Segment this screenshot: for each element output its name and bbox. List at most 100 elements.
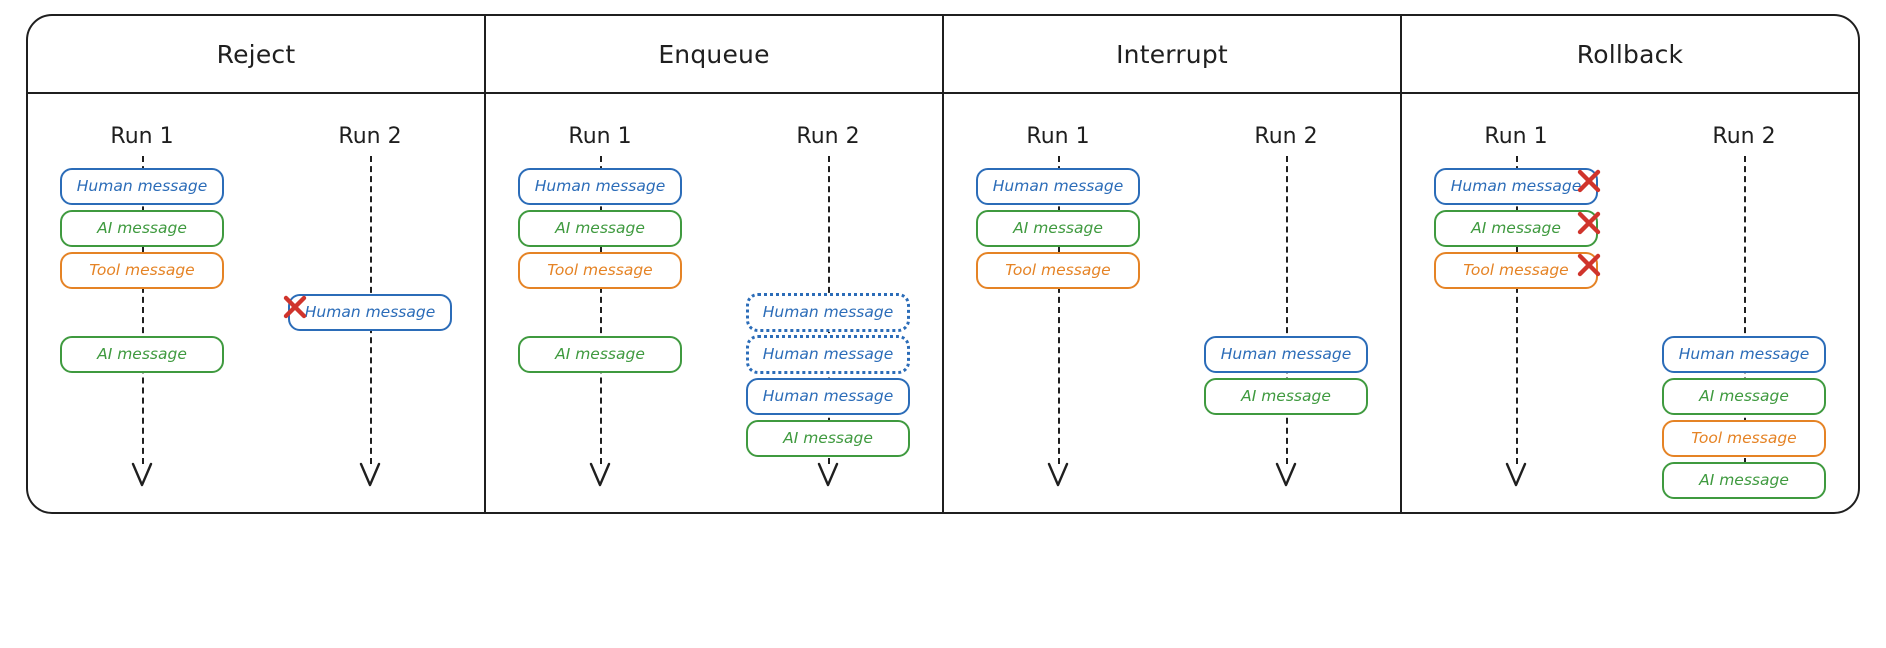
message-row: Tool message (1662, 418, 1826, 459)
message-row: Human message (283, 292, 452, 333)
run-label: Run 1 (1026, 124, 1090, 149)
message-box-tool[interactable]: Tool message (60, 251, 224, 290)
message-row: AI message (60, 334, 224, 375)
run-label: Run 1 (568, 124, 632, 149)
message-box-ai[interactable]: AI message (746, 419, 910, 458)
timeline-gap (714, 250, 942, 291)
message-box-ai[interactable]: AI message (60, 335, 224, 374)
message-box-human[interactable]: Human message (746, 334, 910, 375)
panel-header: Reject (28, 16, 484, 94)
message-box-ai[interactable]: AI message (518, 209, 682, 248)
message-row: Human message (1662, 334, 1826, 375)
message-box-ai[interactable]: AI message (976, 209, 1140, 248)
timeline-gap (714, 166, 942, 207)
message-row: Human message (746, 376, 910, 417)
message-box-human[interactable]: Human message (1204, 335, 1368, 374)
message-stack: Human message (256, 166, 484, 333)
message-row: AI message (60, 208, 224, 249)
message-row: Human message (60, 166, 224, 207)
timeline-gap (1630, 292, 1858, 333)
panel-header: Rollback (1402, 16, 1858, 94)
message-box-human[interactable]: Human message (1434, 167, 1598, 206)
message-row: AI message (746, 418, 910, 459)
message-row: AI message (1662, 460, 1826, 501)
message-box-ai[interactable]: AI message (518, 335, 682, 374)
timeline-gap (1172, 166, 1400, 207)
message-box-ai[interactable]: AI message (60, 209, 224, 248)
timeline-gap (256, 166, 484, 207)
run-label: Run 2 (1254, 124, 1318, 149)
message-box-human[interactable]: Human message (1662, 335, 1826, 374)
panel-header: Interrupt (944, 16, 1400, 94)
timeline-arrowhead-icon (131, 462, 153, 488)
message-box-human[interactable]: Human message (746, 377, 910, 416)
message-box-ai[interactable]: AI message (1434, 209, 1598, 248)
message-row: AI message (518, 208, 682, 249)
message-box-human[interactable]: Human message (976, 167, 1140, 206)
panel-title: Rollback (1576, 39, 1684, 69)
panel-title: Enqueue (658, 39, 770, 69)
message-box-tool[interactable]: Tool message (1662, 419, 1826, 458)
run-timeline (1058, 156, 1060, 464)
message-row: Human message (746, 334, 910, 375)
timeline-gap (256, 250, 484, 291)
message-box-human[interactable]: Human message (746, 292, 910, 333)
message-row: AI message (1434, 208, 1601, 249)
message-box-tool[interactable]: Tool message (976, 251, 1140, 290)
message-box-tool[interactable]: Tool message (518, 251, 682, 290)
run-label: Run 1 (110, 124, 174, 149)
run-timeline (600, 156, 602, 464)
message-row: AI message (1204, 376, 1368, 417)
message-box-human[interactable]: Human message (60, 167, 224, 206)
message-box-tool[interactable]: Tool message (1434, 251, 1598, 290)
message-box-human[interactable]: Human message (288, 293, 452, 332)
message-box-ai[interactable]: AI message (1662, 377, 1826, 416)
message-row: AI message (976, 208, 1140, 249)
timeline-gap (1630, 166, 1858, 207)
timeline-gap (714, 208, 942, 249)
run-label: Run 2 (1712, 124, 1776, 149)
timeline-gap (486, 292, 714, 333)
message-box-ai[interactable]: AI message (1204, 377, 1368, 416)
timeline-gap (1172, 292, 1400, 333)
run-timeline (142, 156, 144, 464)
timeline-arrowhead-icon (589, 462, 611, 488)
run-label: Run 1 (1484, 124, 1548, 149)
timeline-gap (28, 292, 256, 333)
message-row: Human message (976, 166, 1140, 207)
message-row: Tool message (976, 250, 1140, 291)
message-row: Human message (1204, 334, 1368, 375)
timeline-gap (256, 208, 484, 249)
message-row: Tool message (1434, 250, 1601, 291)
panel-title: Interrupt (1116, 39, 1228, 69)
run-timeline (1286, 156, 1288, 464)
run-label: Run 2 (796, 124, 860, 149)
timeline-gap (1172, 250, 1400, 291)
message-box-ai[interactable]: AI message (1662, 461, 1826, 500)
message-box-human[interactable]: Human message (518, 167, 682, 206)
message-row: Human message (1434, 166, 1601, 207)
panel-title: Reject (216, 39, 296, 69)
message-row: Human message (746, 292, 910, 333)
